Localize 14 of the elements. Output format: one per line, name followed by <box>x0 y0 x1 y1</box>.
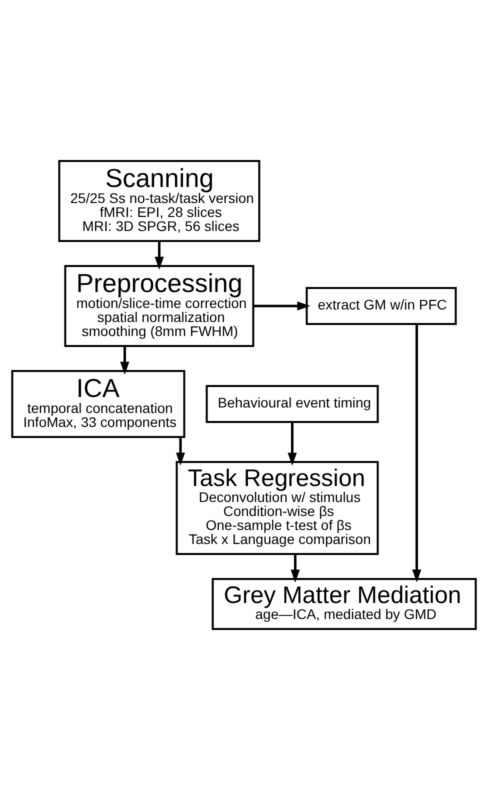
arrow <box>253 300 310 310</box>
node-box: Preprocessing motion/slice-time correction spatial normalization smoothing (8mm FWHM) <box>64 264 254 346</box>
arrow <box>120 346 130 374</box>
node-box: Task Regression Deconvolution w/ stimulus Condition-wise βs One-sample t-test of βs Task x Language comparison <box>176 460 379 554</box>
arrow <box>154 240 164 270</box>
arrow <box>412 324 422 582</box>
node-box: extract GM w/in PFC <box>306 286 457 324</box>
arrow <box>176 436 186 466</box>
arrow <box>290 554 300 582</box>
node-box: Grey Matter Mediation age—ICA, mediated by GMD <box>212 578 477 630</box>
node-box: Scanning 25/25 Ss no-task/task version fMRI: EPI, 28 slices MRI: 3D SPGR, 56 slices <box>58 160 260 242</box>
arrow <box>288 422 297 466</box>
node-box: ICA temporal concatenation InfoMax, 33 components <box>11 370 186 438</box>
node-box: Behavioural event timing <box>206 384 379 422</box>
